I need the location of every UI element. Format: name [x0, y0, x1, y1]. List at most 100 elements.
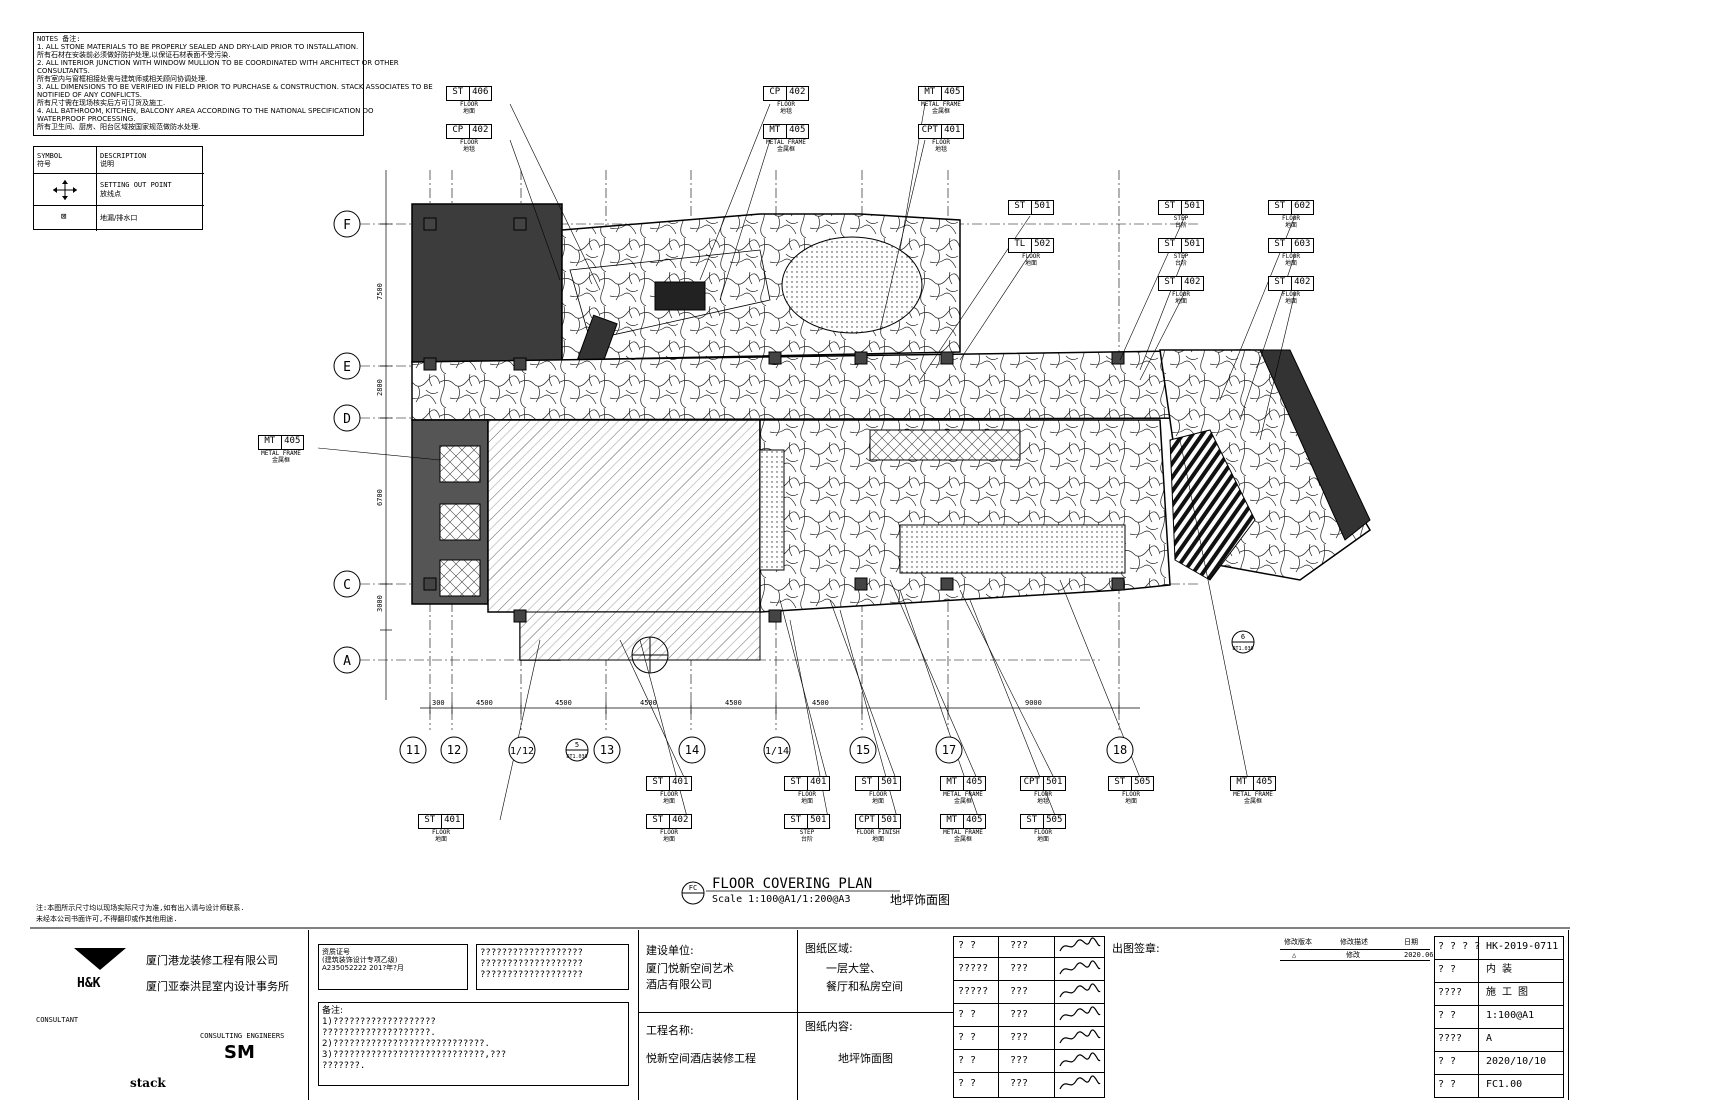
info-value: 2020/10/10	[1486, 1056, 1547, 1067]
tag-number: 501	[1046, 777, 1063, 787]
notes-line: 2. ALL INTERIOR JUNCTION WITH WINDOW MUL…	[37, 59, 399, 67]
tag-label: FLOOR	[659, 829, 679, 836]
tag-label: STEP	[1173, 253, 1189, 260]
tag-label: FLOOR	[659, 791, 679, 798]
tag-label: FLOOR	[868, 791, 888, 798]
remark-3b: ???????.	[322, 1061, 366, 1071]
notes-box: NOTES 备注: 1. ALL STONE MATERIALS TO BE P…	[33, 32, 433, 136]
sig-name: ???	[1010, 1078, 1029, 1089]
info-value: 内 装	[1486, 964, 1513, 975]
tag-label-cn: 台阶	[800, 836, 813, 843]
sig-role: ? ?	[958, 1078, 977, 1089]
grid-col-11: 11	[406, 743, 420, 757]
tag-code: CP	[764, 87, 787, 100]
tag-number: 505	[1134, 777, 1151, 787]
tag-number: 401	[444, 815, 461, 825]
grid-col-1-14: 1/14	[765, 746, 789, 757]
notes-line: NOTIFIED OF ANY CONFLICTS.	[37, 91, 142, 99]
consult-heading: CONSULTING ENGINEERS	[200, 1032, 285, 1040]
dim-col-5: 4500	[725, 699, 742, 707]
dim-col-1: 300	[432, 699, 445, 707]
client-value-1: 厦门悦新空间艺术	[646, 962, 734, 975]
dotted-strip	[759, 449, 785, 571]
company-1: 厦门港龙装修工程有限公司	[146, 954, 278, 967]
sig-role: ? ?	[958, 1032, 977, 1043]
sig-name: ???	[1010, 1009, 1029, 1020]
signature-scribble	[1059, 1006, 1101, 1021]
q-line-2: ???????????????????	[480, 959, 583, 969]
lift-3	[439, 559, 481, 597]
info-label: ????	[1438, 987, 1463, 998]
tag-code: MT	[1231, 777, 1254, 790]
info-value: FC1.00	[1486, 1079, 1523, 1090]
grid-row-c: C	[343, 578, 351, 593]
tag-label-cn: 金属框	[953, 836, 972, 843]
legend-desc-header-cn: 说明	[100, 160, 114, 168]
tag-number: 505	[1046, 815, 1063, 825]
signature-scribble	[1059, 1052, 1101, 1067]
tag-number: 402	[789, 87, 806, 97]
dimension-lines	[380, 170, 1140, 714]
tag-label-cn: 地面	[434, 836, 447, 843]
tag-label: FLOOR	[1033, 829, 1053, 836]
client-value-2: 酒店有限公司	[646, 978, 712, 991]
info-label: ? ?	[1438, 964, 1457, 975]
tag-label: FLOOR	[1281, 291, 1301, 298]
tag-label: FLOOR	[797, 791, 817, 798]
info-label: ? ?	[1438, 1056, 1457, 1067]
signature-scribble	[1059, 937, 1101, 952]
tag-label-cn: 地毯	[1036, 798, 1049, 805]
project-label: 工程名称:	[646, 1024, 694, 1037]
tag-number: 402	[1294, 277, 1311, 287]
tag-number: 501	[1184, 239, 1201, 249]
notes-lines: 1. ALL STONE MATERIALS TO BE PROPERLY SE…	[37, 43, 433, 131]
grid-col-17: 17	[942, 743, 956, 757]
tag-label: FLOOR	[1121, 791, 1141, 798]
q-line-3: ???????????????????	[480, 970, 583, 980]
tag-code: MT	[259, 436, 282, 449]
tag-number: 402	[472, 125, 489, 135]
grid-col-13: 13	[600, 743, 614, 757]
info-label: ? ?	[1438, 1079, 1457, 1090]
tag-number: 401	[672, 777, 689, 787]
remark-3: 3)????????????????????????????,???	[322, 1050, 507, 1060]
rev-row-3: 2020.06	[1404, 951, 1434, 959]
oval-rug	[781, 236, 923, 334]
signature-scribble	[1059, 1075, 1101, 1090]
notes-line: 4. ALL BATHROOM, KITCHEN, BALCONY AREA A…	[37, 107, 374, 115]
tag-number: 501	[1034, 201, 1051, 211]
q-line-1: ???????????????????	[480, 948, 583, 958]
rev-header-1: 修改版本	[1284, 938, 1312, 946]
plan-title-ref: FC	[689, 884, 697, 892]
signature-scribble	[1059, 960, 1101, 975]
tag-number: 405	[944, 87, 961, 97]
sig-role: ?????	[958, 963, 989, 974]
info-value: 施 工 图	[1486, 987, 1529, 998]
tag-code: ST	[447, 87, 470, 100]
cert-box: 资质证号 (建筑装饰设计专项乙级) A235052222 201?年?月	[318, 944, 468, 990]
tag-label: FLOOR	[776, 101, 796, 108]
tag-label-cn: 地面	[662, 798, 675, 805]
info-value: HK-2019-0711	[1486, 941, 1559, 952]
tag-code: ST	[1159, 239, 1182, 252]
hk-logo-mark	[74, 948, 126, 970]
floor-drain-icon: ⊠	[61, 212, 67, 222]
client-label: 建设单位:	[646, 944, 694, 957]
sig-name: ???	[1010, 963, 1029, 974]
rev-header-2: 修改描述	[1340, 938, 1368, 946]
notes-line: 所有尺寸需在现场核实后方可订货及施工.	[37, 99, 166, 107]
tag-label-cn: 金属框	[953, 798, 972, 805]
remarks-label: 备注:	[322, 1006, 344, 1016]
sig-name: ???	[1010, 1032, 1029, 1043]
tag-label: METAL FRAME	[1233, 791, 1273, 798]
setting-out-point-icon	[53, 180, 77, 200]
